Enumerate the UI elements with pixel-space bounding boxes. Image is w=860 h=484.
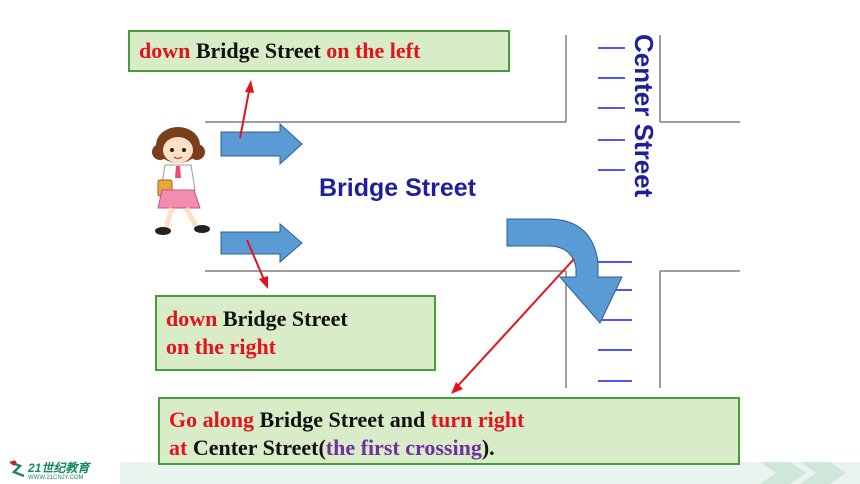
right-arrow-icon	[220, 222, 303, 264]
callout-left-part1: down	[139, 38, 191, 63]
callout-route-part1: Go along	[169, 407, 254, 432]
footer-band	[120, 462, 860, 484]
crosswalk-upper	[598, 47, 625, 171]
footer-chevrons	[760, 462, 846, 484]
callout-route-part4: at	[169, 435, 188, 460]
right-arrow-icon	[220, 122, 303, 166]
callout-right: down Bridge Street on the right	[155, 295, 436, 371]
center-street-label: Center Street	[629, 34, 659, 198]
bridge-street-label: Bridge Street	[319, 174, 476, 202]
callout-left-part3: on the left	[326, 38, 421, 63]
footer-brand: 21世纪教育 WWW.21CNJY.COM	[28, 462, 89, 482]
callout-route-part5: Center Street(	[187, 435, 326, 460]
callout-route: Go along Bridge Street and turn right at…	[158, 397, 740, 465]
callout-right-part1: down	[166, 306, 218, 331]
callout-route-part3: turn right	[430, 407, 525, 432]
callout-right-part2: Bridge Street	[217, 306, 348, 331]
callout-left-part2: Bridge Street	[190, 38, 327, 63]
footer-brand-url: WWW.21CNJY.COM	[28, 475, 84, 481]
footer-brand-name: 21世纪教育	[28, 461, 90, 475]
callout-route-part7: ).	[481, 435, 495, 460]
brand-logo-icon	[9, 460, 25, 478]
turn-right-arrow-icon	[506, 218, 623, 324]
pointer-left	[239, 80, 254, 139]
callout-right-part3: on the right	[166, 334, 276, 359]
pointer-right	[246, 239, 268, 289]
callout-route-part2: Bridge Street and	[253, 407, 431, 432]
pointer-route	[451, 258, 575, 394]
callout-route-part6: the first crossing	[325, 435, 482, 460]
girl-walking-icon	[152, 127, 210, 235]
callout-left: down Bridge Street on the left	[128, 30, 510, 72]
